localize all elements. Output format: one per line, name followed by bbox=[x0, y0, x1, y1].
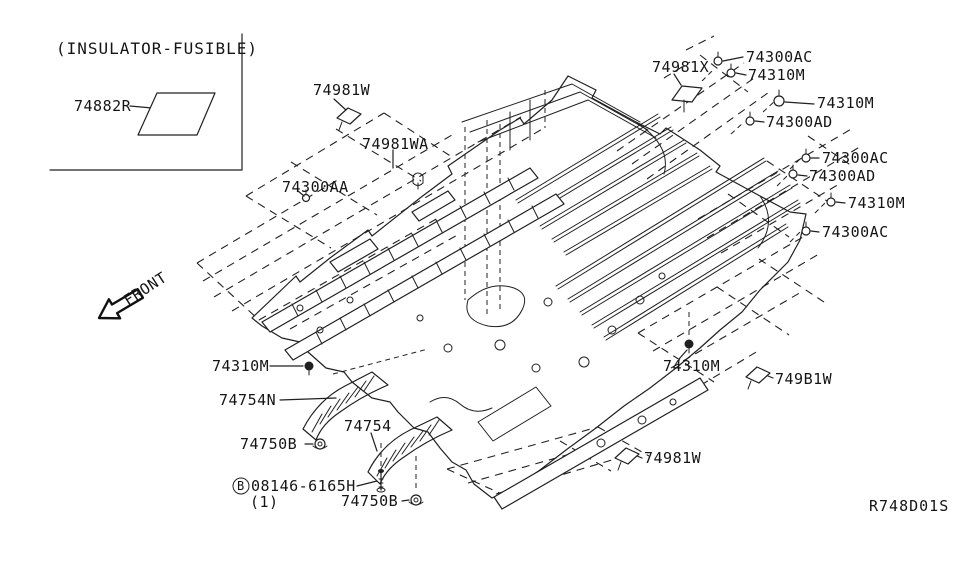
floor-pan-outline bbox=[251, 75, 807, 499]
leader-lines-dashed bbox=[332, 68, 827, 492]
clip-icon-74981wa bbox=[412, 172, 424, 190]
part-label-74310m-2: 74310M bbox=[817, 94, 874, 112]
bed-corrugations bbox=[515, 113, 801, 341]
pad-icon-749b1w bbox=[745, 366, 771, 390]
bolt-icon-74300ad-2 bbox=[788, 164, 798, 179]
part-label-74310m-3: 74310M bbox=[848, 194, 905, 212]
insulator-title: (INSULATOR-FUSIBLE) bbox=[56, 39, 258, 58]
nut-icon-74750b-1 bbox=[312, 438, 328, 450]
qty-note: (1) bbox=[250, 493, 279, 511]
part-label-74310m-left: 74310M bbox=[212, 357, 269, 375]
rocker-sill bbox=[493, 377, 709, 510]
part-label-74981wa: 74981WA bbox=[362, 135, 429, 153]
part-label-74981x: 74981X bbox=[652, 58, 709, 76]
part-label-74750b-1: 74750B bbox=[240, 435, 297, 453]
part-label-74754: 74754 bbox=[344, 417, 392, 435]
part-label-74754n: 74754N bbox=[219, 391, 276, 409]
pad-icon-74981w-top bbox=[336, 107, 362, 131]
part-label-08146-6165h: 08146-6165H bbox=[251, 477, 356, 495]
bolt-icon-74300ad-1 bbox=[745, 111, 755, 126]
bolt-icon-74300ac-top bbox=[713, 51, 723, 66]
nut-icon-74750b-2 bbox=[408, 494, 424, 506]
pad-icon-74981w-bottom bbox=[614, 447, 640, 471]
part-label-74300ad-1: 74300AD bbox=[766, 113, 833, 131]
fastener-prefix-label: B bbox=[237, 479, 244, 493]
diagram-ref-code: R748D01S bbox=[869, 497, 949, 515]
front-indicator: FRONT bbox=[97, 268, 170, 320]
front-label: FRONT bbox=[120, 268, 170, 309]
part-label-74981w-top: 74981W bbox=[313, 81, 371, 99]
part-label-74882r: 74882R bbox=[74, 97, 132, 115]
front-floor-crossmembers bbox=[261, 167, 565, 361]
part-label-74300ad-2: 74300AD bbox=[809, 167, 876, 185]
screw-icon-08146 bbox=[376, 469, 386, 493]
part-label-74300ac-top: 74300AC bbox=[746, 48, 813, 66]
bolt-icon-74310m-3 bbox=[826, 192, 836, 207]
part-label-74300ac-3: 74300AC bbox=[822, 223, 889, 241]
insulator-hatch-lower-right bbox=[637, 236, 828, 386]
insulator-info-box: (INSULATOR-FUSIBLE) 74882R bbox=[49, 33, 258, 171]
leader-lines-solid bbox=[269, 56, 846, 502]
part-label-74750b-2: 74750B bbox=[341, 492, 398, 510]
insulator-pad-icon bbox=[137, 92, 216, 136]
bolt-icon-74300ac-2 bbox=[801, 148, 811, 163]
tunnel-and-details bbox=[296, 272, 666, 442]
part-label-74310m-top: 74310M bbox=[748, 66, 805, 84]
bolt-icon-74310m-top bbox=[726, 63, 736, 78]
part-label-74310m-right: 74310M bbox=[663, 357, 720, 375]
part-label-74300aa: 74300AA bbox=[282, 178, 349, 196]
part-label-749b1w: 749B1W bbox=[775, 370, 833, 388]
bolt-icon-74300ac-3 bbox=[801, 221, 811, 236]
part-label-74981w-bottom: 74981W bbox=[644, 449, 702, 467]
fastener-icons bbox=[301, 51, 836, 506]
cab-back-panel-lines bbox=[461, 83, 657, 151]
bolt-icon-74310m-right bbox=[684, 339, 694, 354]
front-arrow-icon bbox=[97, 288, 145, 320]
part-labels: 74981W 74981WA 74300AA 74981X 74300AC 74… bbox=[212, 48, 905, 511]
bolt-icon-74310m-left bbox=[304, 361, 314, 376]
insulator-hatch-upper-left bbox=[196, 112, 545, 330]
insulator-hatch-top-right bbox=[616, 35, 773, 180]
heat-shield-74754 bbox=[367, 416, 453, 485]
fastener-prefix-badge: B bbox=[232, 477, 250, 495]
pad-icon-74981x bbox=[671, 85, 703, 113]
heat-shield-74754n bbox=[302, 371, 389, 441]
part-label-74300ac-2: 74300AC bbox=[822, 149, 889, 167]
bolt-icon-74310m-2 bbox=[773, 89, 785, 107]
